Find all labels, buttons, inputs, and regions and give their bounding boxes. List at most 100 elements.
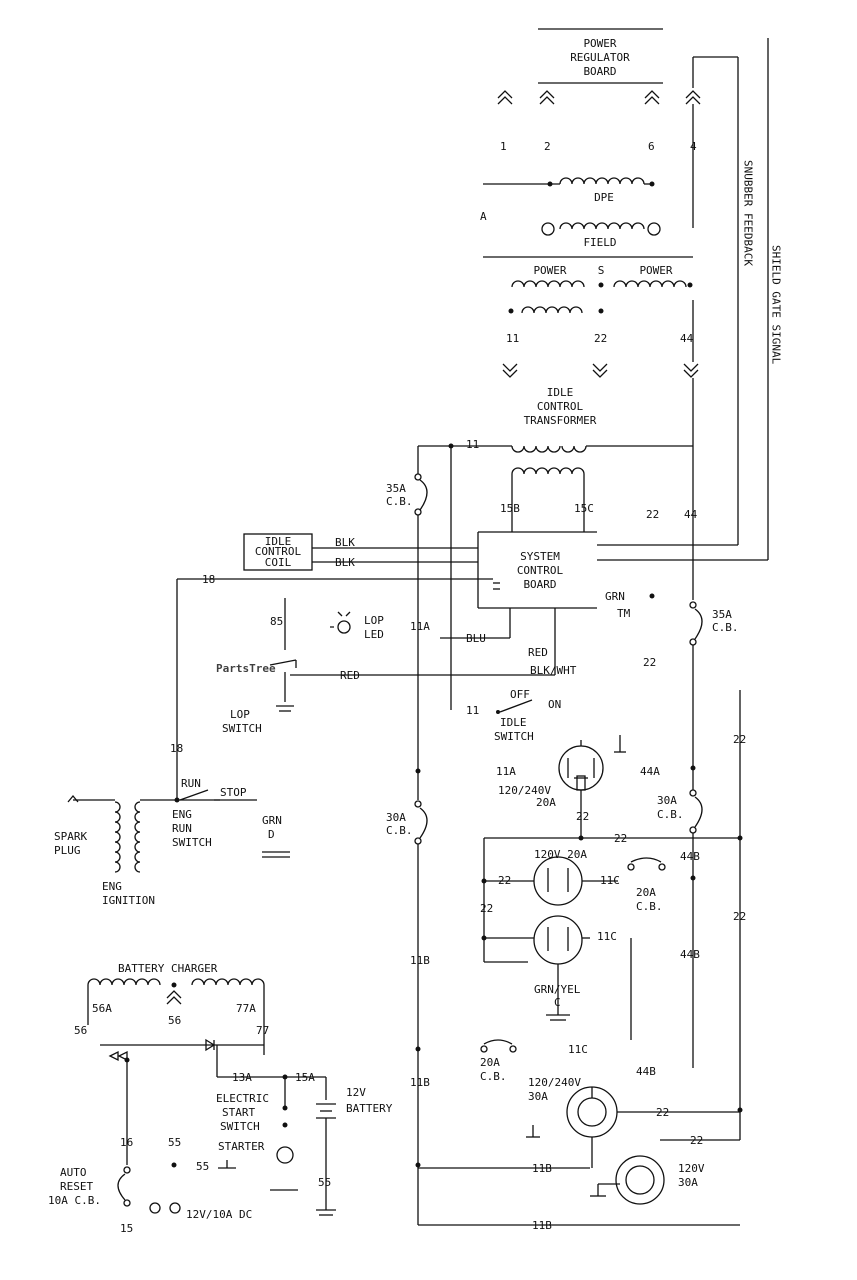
stop-label: STOP: [220, 786, 247, 799]
start-switch-switch: SWITCH: [220, 1120, 260, 1133]
wire-11a2-label: 11A: [496, 765, 516, 778]
wire-11c3-label: 11C: [597, 930, 617, 943]
trademark-symbol: TM: [617, 607, 631, 620]
start-switch-start: START: [222, 1106, 255, 1119]
wire-44b4-label: 44B: [636, 1065, 656, 1078]
wire-11c2-label: 11C: [600, 874, 620, 887]
connector-chevrons-top: 1 2 6 4: [497, 90, 701, 153]
system-control-board: SYSTEM CONTROL BOARD: [477, 531, 597, 609]
cb35a-right-cb: C.B.: [712, 621, 739, 634]
cb20a-amps: 20A: [636, 886, 656, 899]
shield-gate-signal-text: SHIELD GATE SIGNAL: [770, 245, 783, 365]
auto-reset-auto: AUTO: [60, 1166, 87, 1179]
lop-led-led: LED: [364, 628, 384, 641]
rec-120v-30a-amps: 30A: [678, 1176, 698, 1189]
receptacle-120v-20a: 120V 20A 22 22 11C 11C GRN/YEL C: [480, 848, 620, 1021]
wire-11c-label: 11: [466, 704, 479, 717]
eng-ignition-eng: ENG: [102, 880, 122, 893]
wire-11-idle-path: 11: [450, 446, 479, 717]
label-system: SYSTEM: [520, 550, 560, 563]
wire-11c4-label: 11C: [568, 1043, 588, 1056]
idle-switch: OFF ON IDLE SWITCH: [494, 688, 561, 743]
starter-label: STARTER: [218, 1140, 265, 1153]
cb30a-left-amps: 30A: [386, 811, 406, 824]
blu-label: BLU: [466, 632, 486, 645]
blk-wht-label: BLK/WHT: [530, 664, 577, 677]
lop-switch: 85 LOP SWITCH: [222, 598, 297, 735]
lop-switch-lop: LOP: [230, 708, 250, 721]
power-windings: POWER S POWER 11 22 44: [483, 256, 699, 446]
battery-charger: BATTERY CHARGER 56 56A 77A 56 77 13A 15A: [74, 962, 326, 1084]
wire-15b-label: 15B: [500, 502, 520, 515]
cb20a-b-cb: C.B.: [480, 1070, 507, 1083]
snubber-feedback-wire: [597, 56, 739, 546]
shield-gate-signal-label: SHIELD GATE SIGNAL: [770, 245, 783, 365]
wire-44b-label: 44: [684, 508, 698, 521]
receptacle-120v-30a: 120V 30A: [590, 1155, 705, 1205]
run-label: RUN: [181, 777, 201, 790]
wire-11a-label: 11A: [410, 620, 430, 633]
engine-ignition: SPARK PLUG RUN STOP ENG RUN SWITCH GRN D…: [54, 777, 290, 907]
grn-d-grn: GRN: [262, 814, 282, 827]
idle-control-coil: IDLE CONTROL COIL BLK BLK: [243, 533, 478, 571]
receptacle-120-240v-20a: 11A 120/240V 20A 22: [496, 735, 626, 838]
wire-11b-label: 11B: [410, 954, 430, 967]
dpe-label: DPE: [594, 191, 614, 204]
wire-11b2-label: 11B: [410, 1076, 430, 1089]
wire-15a-label: 15A: [295, 1071, 315, 1084]
wire-44a-label: 44A: [640, 765, 660, 778]
label-regulator: REGULATOR: [570, 51, 630, 64]
snubber-feedback-text: SNUBBER FEEDBACK: [742, 160, 755, 266]
shield-gate-signal-wire: [597, 38, 769, 561]
auto-reset-reset: RESET: [60, 1180, 93, 1193]
red1-label: RED: [340, 669, 360, 682]
eng-run-switch-run: RUN: [172, 822, 192, 835]
label-idle-coil: IDLE: [265, 535, 292, 548]
eng-run-switch-eng: ENG: [172, 808, 192, 821]
cb20a-b-amps: 20A: [480, 1056, 500, 1069]
start-switch-electric: ELECTRIC: [216, 1092, 269, 1105]
dpe-coil: DPE A: [480, 177, 655, 223]
cb30a-left-cb: C.B.: [386, 824, 413, 837]
wire-22g-label: 22: [498, 874, 511, 887]
idle-control-transformer: IDLE CONTROL TRANSFORMER 11 15B 15C 22 4…: [418, 386, 698, 532]
cb30a-right-amps: 30A: [657, 794, 677, 807]
wire-56-label: 56: [74, 1024, 87, 1037]
label-coil: COIL: [265, 556, 292, 569]
cb35a-right-amps: 35A: [712, 608, 732, 621]
spark-plug-plug: PLUG: [54, 844, 81, 857]
starter-circuit: ELECTRIC START SWITCH STARTER 12V BATTER…: [216, 1077, 393, 1216]
cb35a-left-amps: 35A: [386, 482, 406, 495]
label-control: CONTROL: [537, 400, 584, 413]
red2-label: RED: [528, 646, 548, 659]
wire-44b3-label: 44B: [680, 948, 700, 961]
wire-22c-label: 22: [643, 656, 656, 669]
power-regulator-board: POWER REGULATOR BOARD: [538, 28, 663, 84]
wire-22h-label: 22: [733, 910, 746, 923]
dc-output-label: 12V/10A DC: [186, 1208, 252, 1221]
off-label: OFF: [510, 688, 530, 701]
idle-switch-idle: IDLE: [500, 716, 527, 729]
wire-44-column: 35A C.B. 44A 30A C.B. 44B 44B 44B: [636, 446, 739, 1078]
power-right-label: POWER: [639, 264, 672, 277]
rec-20a-volts: 120/240V: [498, 784, 551, 797]
wire-85-label: 85: [270, 615, 283, 628]
lop-led: LOP LED: [330, 611, 384, 641]
rec-30a-amps: 30A: [528, 1090, 548, 1103]
blk1-label: BLK: [335, 536, 355, 549]
rec-30a-volts: 120/240V: [528, 1076, 581, 1089]
grn-label: GRN: [605, 590, 625, 603]
wire-22e-label: 22: [733, 733, 746, 746]
wire-11-label: 11: [506, 332, 519, 345]
grn-d-d: D: [268, 828, 275, 841]
wire-44b2-label: 44B: [680, 850, 700, 863]
battery-label: BATTERY: [346, 1102, 393, 1115]
snubber-feedback-label: SNUBBER FEEDBACK: [742, 160, 755, 266]
wire-55c-label: 55: [318, 1176, 331, 1189]
rec-120v-30a-volts: 120V: [678, 1162, 705, 1175]
label-control-2: CONTROL: [517, 564, 564, 577]
battery-charger-label: BATTERY CHARGER: [118, 962, 218, 975]
eng-ignition-ignition: IGNITION: [102, 894, 155, 907]
label-transformer: TRANSFORMER: [524, 414, 597, 427]
